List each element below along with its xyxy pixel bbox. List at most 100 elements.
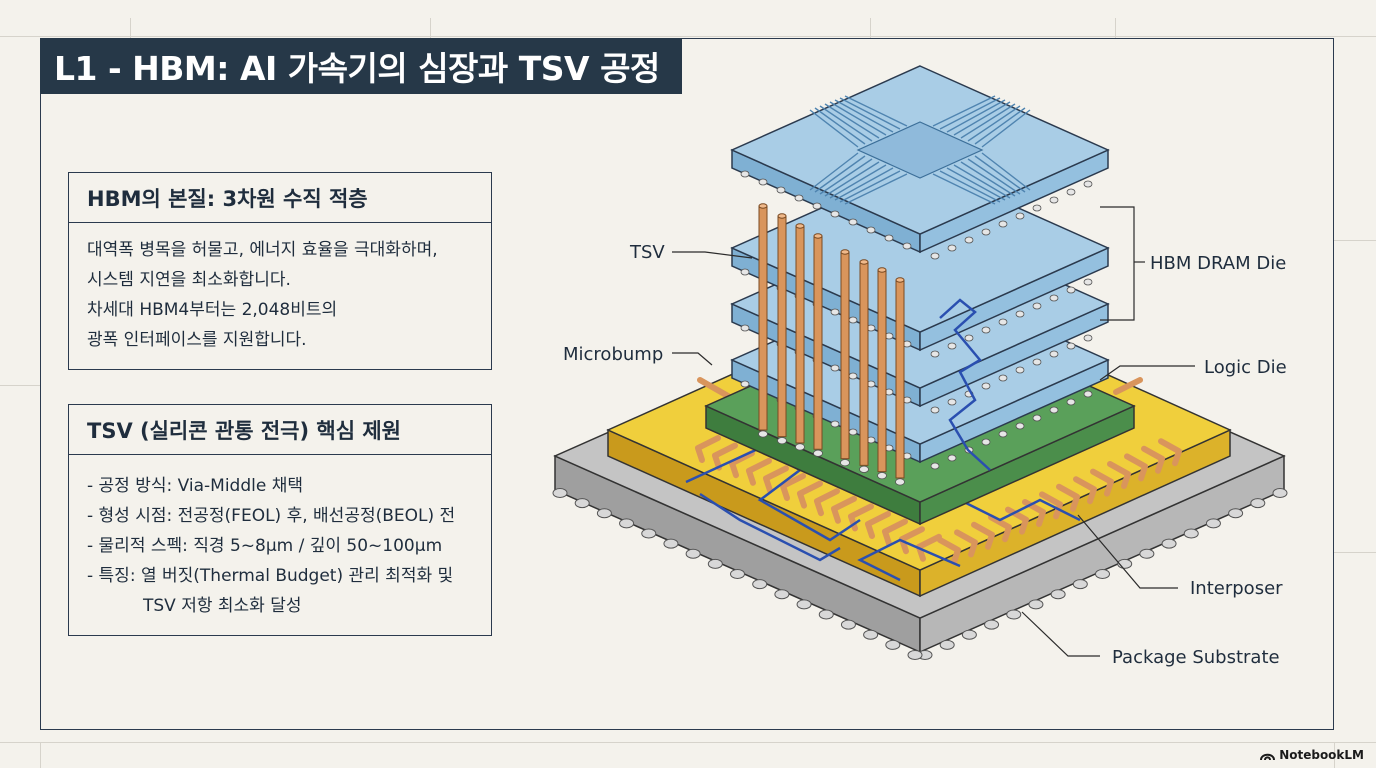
microbump: [830, 364, 840, 372]
interposer-traces: [685, 377, 1182, 582]
tsv-column: [795, 223, 805, 451]
microbump: [1032, 302, 1042, 310]
solder-ball: [984, 619, 1000, 630]
tsv-cap: [758, 203, 768, 209]
microbump: [947, 244, 957, 252]
copper-trace: [763, 465, 789, 494]
copper-trace: [746, 457, 772, 486]
copper-trace: [916, 533, 942, 562]
microbump: [866, 226, 876, 234]
microbump: [998, 374, 1008, 382]
copper-trace: [882, 518, 908, 547]
essence-line: 시스템 지연을 최소화합니다.: [87, 270, 291, 290]
copper-trace: [899, 526, 925, 555]
label-tsv: TSV: [629, 242, 665, 263]
tsv-spec-item: - 공정 방식: Via-Middle 채택: [87, 476, 304, 496]
label-hbm-dram-die: HBM DRAM Die: [1150, 253, 1286, 274]
microbump: [1066, 286, 1076, 294]
tsv-pillar: [777, 215, 787, 438]
essence-line: 차세대 HBM4부터는 2,048비트의: [87, 300, 338, 320]
tsv-column: [758, 203, 768, 438]
solder-ball: [1161, 538, 1177, 549]
brand-name: NotebookLM: [1279, 748, 1364, 762]
solder-balls: [552, 488, 1288, 660]
die-circuit-line: [981, 152, 1031, 191]
solder-ball: [1272, 488, 1288, 498]
microbump: [1083, 180, 1093, 188]
tsv-column: [895, 277, 905, 486]
tsv-pillar: [813, 235, 823, 450]
notebooklm-logo-icon: [1260, 753, 1276, 760]
page-title: L1 - HBM: AI 가속기의 심장과 TSV 공정: [40, 38, 682, 94]
copper-trace: [971, 521, 995, 550]
guide-line: [1334, 552, 1376, 553]
tsv-spec-item: TSV 저항 최소화 달성: [143, 596, 302, 616]
microbump: [895, 478, 905, 486]
microbump: [840, 459, 850, 467]
copper-trace: [1107, 461, 1131, 489]
copper-trace: [1090, 468, 1114, 497]
microbump: [981, 326, 991, 334]
hbm-dram-stack: [730, 65, 1110, 471]
solder-ball: [818, 609, 834, 620]
microbump: [1083, 390, 1093, 398]
solder-ball: [840, 619, 856, 630]
die-circuit-line: [932, 95, 996, 127]
microbump: [1049, 294, 1059, 302]
die-circuit-line: [824, 161, 880, 197]
copper-trace: [729, 450, 755, 479]
microbump: [758, 178, 768, 186]
microbump: [1083, 278, 1093, 286]
microbump: [947, 454, 957, 462]
solder-ball: [796, 599, 812, 610]
microbump: [1066, 398, 1076, 406]
microbump: [740, 380, 750, 388]
microbump: [848, 316, 858, 324]
copper-trace: [1056, 483, 1080, 512]
copper-trace: [1039, 491, 1063, 520]
logic-die-leader-line: [1099, 365, 1195, 381]
die-circuit-line: [981, 109, 1031, 148]
die-circuit-line: [946, 167, 1006, 201]
guide-line: [1334, 240, 1376, 241]
solder-ball: [685, 548, 701, 559]
copper-trace: [937, 537, 961, 565]
solder-ball: [1139, 548, 1155, 559]
tsv-pillar: [859, 261, 869, 466]
microbump: [981, 228, 991, 236]
tsv-column: [859, 259, 869, 473]
guide-line: [0, 385, 40, 386]
guide-line: [1334, 742, 1335, 768]
microbump: [830, 210, 840, 218]
die-circuit-line: [939, 170, 1001, 203]
tsv-spec-panel: TSV (실리콘 관통 전극) 핵심 제원 - 공정 방식: Via-Middl…: [68, 404, 492, 636]
label-package-substrate: Package Substrate: [1112, 647, 1280, 668]
tsv-pillar: [895, 279, 905, 479]
solder-ball: [907, 650, 923, 660]
die-circuit-line: [829, 164, 887, 199]
die-circuit-line: [829, 101, 887, 136]
microbump: [930, 350, 940, 358]
tsv-spec-heading: TSV (실리콘 관통 전극) 핵심 제원: [69, 405, 491, 455]
die-circuit-line: [809, 109, 859, 148]
microbump: [947, 342, 957, 350]
interposer-leader-line: [1077, 514, 1178, 589]
solder-ball: [730, 569, 745, 579]
label-logic-die: Logic Die: [1204, 357, 1287, 378]
microbump: [859, 465, 869, 473]
solder-ball: [885, 639, 901, 650]
microbump: [930, 252, 940, 260]
tsv-cap: [840, 249, 850, 255]
die-circuit-line: [967, 105, 1021, 142]
tsv-column: [840, 249, 850, 467]
die-circuit-line: [960, 161, 1016, 197]
die-circuit-line: [839, 97, 901, 130]
microbump: [947, 398, 957, 406]
die-circuit-line: [819, 158, 873, 195]
microbump: [777, 437, 787, 445]
microbump: [998, 318, 1008, 326]
tsv-spec-item: - 물리적 스펙: 직경 5~8μm / 깊이 50~100μm: [87, 536, 443, 556]
label-interposer: Interposer: [1190, 578, 1283, 599]
die-circuit-line: [932, 173, 996, 205]
